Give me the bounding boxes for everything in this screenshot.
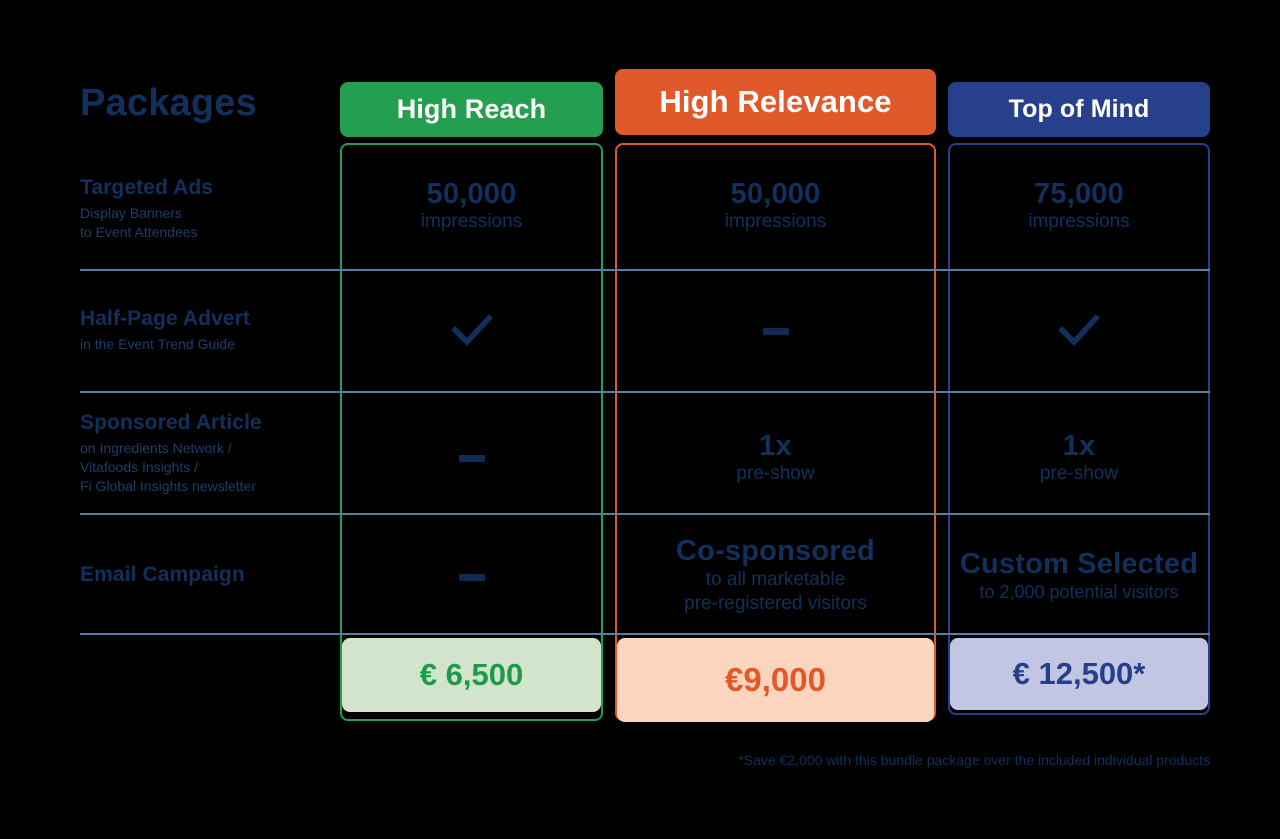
dash-icon (458, 454, 485, 462)
cell-primary-value: Custom Selected (959, 548, 1199, 581)
row-divider (80, 633, 1210, 635)
row-divider (80, 391, 1210, 393)
cell-primary-value: 50,000 (730, 177, 821, 210)
cell-secondary-value: to 2,000 potential visitors (979, 581, 1179, 602)
cell-targeted-ads-high-relevance: 50,000 impressions (617, 168, 934, 244)
cell-primary-value: Co-sponsored (676, 535, 875, 568)
cell-email-campaign-high-relevance: Co-sponsored to all marketable pre-regis… (617, 528, 934, 624)
cell-sponsored-article-top-of-mind: 1x pre-show (950, 425, 1208, 491)
price-top-of-mind[interactable]: € 12,500* (950, 638, 1208, 710)
dash-icon (458, 573, 485, 581)
price-high-reach[interactable]: € 6,500 (342, 638, 601, 712)
cell-email-campaign-high-reach (342, 545, 601, 609)
row-label-sponsored-article: Sponsored Article on Ingredients Network… (80, 411, 330, 497)
cell-targeted-ads-top-of-mind: 75,000 impressions (950, 168, 1208, 244)
row-title: Half-Page Advert (80, 307, 251, 330)
cell-half-page-advert-high-relevance (617, 300, 934, 362)
row-title: Sponsored Article (80, 411, 262, 434)
row-subtitle: on Ingredients Network / Vitafoods Insig… (80, 439, 256, 495)
row-subtitle: Display Banners to Event Attendees (80, 204, 198, 241)
cell-secondary-value: pre-show (1039, 463, 1119, 485)
cell-secondary-value: pre-show (736, 463, 815, 485)
page-title: Packages (80, 82, 257, 124)
column-header-top-of-mind[interactable]: Top of Mind (948, 82, 1210, 137)
row-title: Targeted Ads (80, 176, 214, 199)
row-label-email-campaign: Email Campaign (80, 563, 330, 591)
cell-primary-value: 50,000 (426, 177, 517, 210)
cell-secondary-value: impressions (1028, 211, 1130, 233)
row-subtitle: in the Event Trend Guide (80, 335, 235, 352)
row-title: Email Campaign (80, 563, 245, 586)
cell-targeted-ads-high-reach: 50,000 impressions (342, 168, 601, 244)
row-divider (80, 513, 1210, 515)
cell-secondary-value: impressions (724, 211, 827, 233)
check-icon (1058, 313, 1100, 349)
cell-primary-value: 75,000 (1034, 177, 1124, 210)
row-label-targeted-ads: Targeted Ads Display Banners to Event At… (80, 176, 330, 242)
column-header-high-reach[interactable]: High Reach (340, 82, 603, 137)
footnote: *Save €2,000 with this bundle package ov… (738, 752, 1210, 768)
cell-secondary-value: impressions (420, 211, 523, 233)
cell-primary-value: 1x (1062, 429, 1096, 462)
row-divider (80, 269, 1210, 271)
column-header-high-relevance[interactable]: High Relevance (615, 69, 936, 135)
row-label-half-page-advert: Half-Page Advert in the Event Trend Guid… (80, 307, 330, 354)
cell-half-page-advert-high-reach (342, 300, 601, 362)
dash-icon (762, 327, 789, 335)
cell-email-campaign-top-of-mind: Custom Selected to 2,000 potential visit… (950, 541, 1208, 611)
cell-primary-value: 1x (759, 429, 792, 462)
check-icon (450, 313, 493, 349)
cell-sponsored-article-high-relevance: 1x pre-show (617, 425, 934, 491)
cell-half-page-advert-top-of-mind (950, 300, 1208, 362)
price-high-relevance[interactable]: €9,000 (617, 638, 934, 722)
cell-secondary-value: to all marketable pre-registered visitor… (684, 568, 867, 615)
cell-sponsored-article-high-reach (342, 425, 601, 491)
